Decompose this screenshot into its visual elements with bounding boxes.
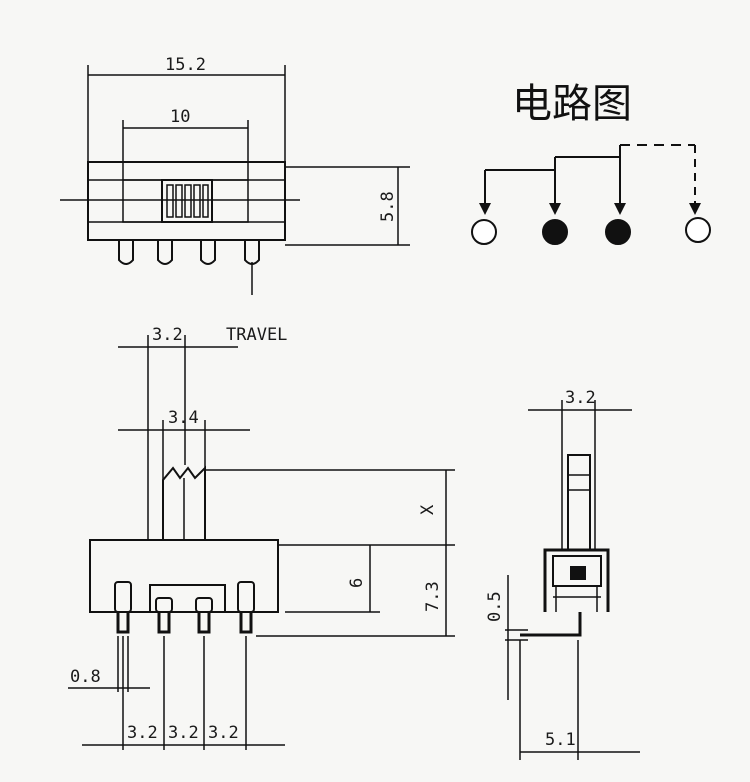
dim-body-height-a: 6	[347, 578, 367, 588]
dim-actuator-span: 10	[170, 107, 190, 127]
travel-label: TRAVEL	[226, 325, 287, 345]
dim-pin-pitch-2: 3.2	[168, 723, 199, 743]
dim-lead-thickness: 0.5	[485, 591, 505, 622]
front-view: 3.2 TRAVEL 3.4 X 6 7.3	[68, 325, 455, 750]
dim-body-height-b: 7.3	[423, 581, 443, 612]
side-view: 3.2 0.5 5.1	[485, 388, 640, 760]
terminal-open-left	[471, 219, 497, 245]
dim-height: 5.8	[378, 191, 398, 222]
dim-actuator-height: X	[418, 504, 438, 515]
dim-pin-pitch-1: 3.2	[127, 723, 158, 743]
dim-pin-width: 0.8	[70, 667, 101, 687]
dim-side-depth: 5.1	[545, 730, 576, 750]
terminal-open-right	[685, 217, 711, 243]
dim-side-actuator-width: 3.2	[565, 388, 596, 408]
circuit-diagram: 电路图	[471, 81, 711, 245]
circuit-title: 电路图	[512, 81, 632, 127]
dim-overall-width: 15.2	[165, 55, 206, 75]
front-pins	[114, 581, 255, 634]
dim-travel: 3.2	[152, 325, 183, 345]
dim-pin-pitch-3: 3.2	[208, 723, 239, 743]
dim-actuator-width: 3.4	[168, 408, 199, 428]
top-view: 15.2 10 5.8	[60, 55, 410, 295]
terminal-filled-left	[542, 219, 568, 245]
terminal-filled-right	[605, 219, 631, 245]
